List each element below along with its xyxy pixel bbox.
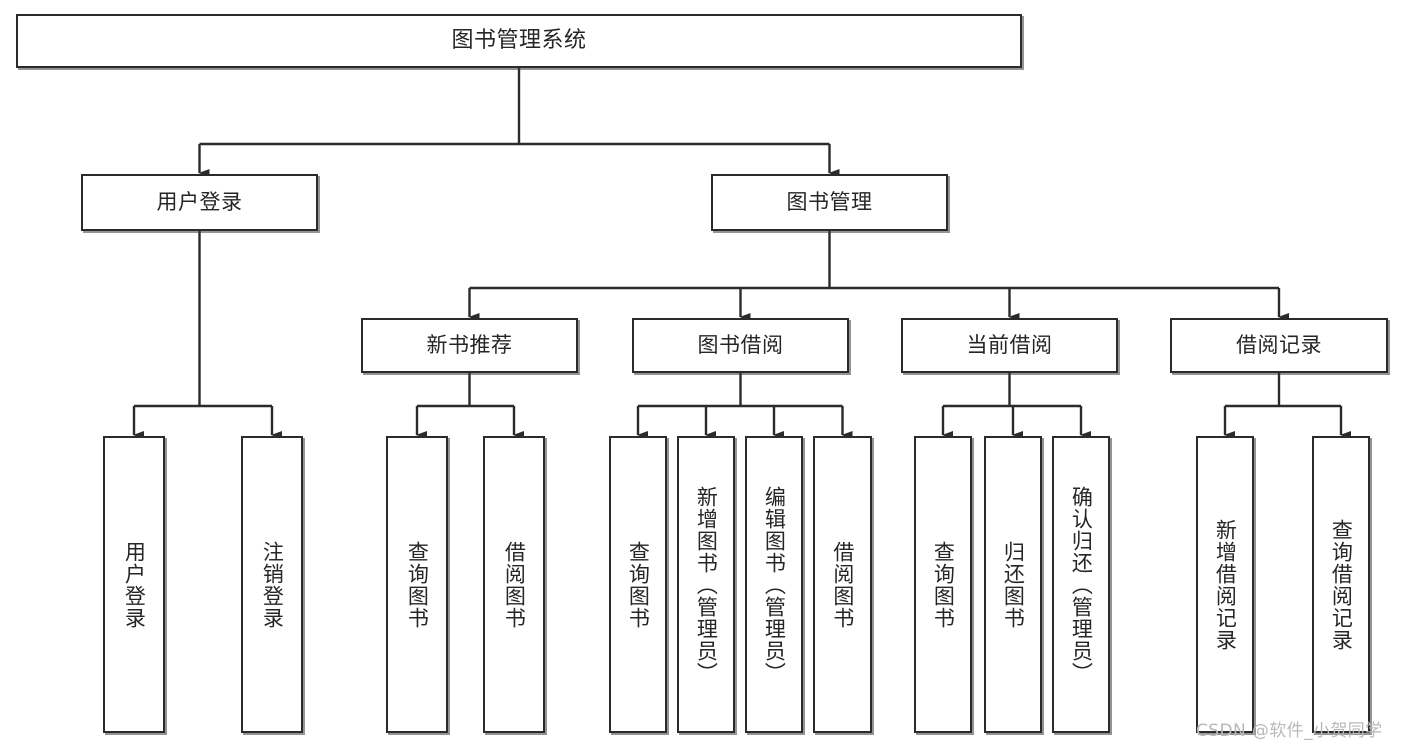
node-label: 新书推荐: [426, 332, 513, 357]
node-label: 查询借阅记录: [1329, 518, 1354, 651]
node-label: 当前借阅: [966, 332, 1053, 357]
node-label: 注销登录: [260, 540, 285, 629]
node-book-borrow[interactable]: 图书借阅: [632, 318, 849, 373]
node-leaf-10[interactable]: 归还图书: [984, 436, 1042, 733]
node-leaf-1[interactable]: 用户登录: [103, 436, 165, 733]
node-leaf-7[interactable]: 编辑图书（管理员）: [745, 436, 803, 733]
node-label: 确认归还（管理员）: [1069, 485, 1094, 684]
node-root[interactable]: 图书管理系统: [16, 14, 1022, 68]
node-book-manage[interactable]: 图书管理: [711, 174, 948, 231]
node-leaf-3[interactable]: 查询图书: [386, 436, 448, 733]
node-label: 图书管理系统: [451, 27, 587, 53]
node-label: 用户登录: [156, 189, 243, 214]
node-label: 借阅记录: [1236, 332, 1322, 357]
node-label: 归还图书: [1001, 540, 1026, 629]
node-leaf-11[interactable]: 确认归还（管理员）: [1052, 436, 1110, 733]
node-leaf-4[interactable]: 借阅图书: [483, 436, 545, 733]
node-borrow-record[interactable]: 借阅记录: [1170, 318, 1388, 373]
csdn-watermark: CSDN @软件_小贺同学: [1196, 721, 1383, 741]
node-label: 借阅图书: [502, 540, 527, 629]
node-leaf-8[interactable]: 借阅图书: [813, 436, 872, 733]
node-leaf-9[interactable]: 查询图书: [914, 436, 972, 733]
node-user-login[interactable]: 用户登录: [81, 174, 318, 231]
node-label: 查询图书: [405, 540, 430, 629]
node-new-book-rec[interactable]: 新书推荐: [361, 318, 578, 373]
node-label: 借阅图书: [830, 540, 855, 629]
node-label: 图书借阅: [697, 332, 784, 357]
node-label: 新增图书（管理员）: [694, 485, 719, 684]
node-label: 编辑图书（管理员）: [762, 485, 787, 684]
node-leaf-5[interactable]: 查询图书: [609, 436, 667, 733]
node-label: 新增借阅记录: [1213, 518, 1238, 651]
node-leaf-6[interactable]: 新增图书（管理员）: [677, 436, 735, 733]
node-label: 查询图书: [931, 540, 956, 629]
node-leaf-2[interactable]: 注销登录: [241, 436, 303, 733]
node-leaf-13[interactable]: 查询借阅记录: [1312, 436, 1370, 733]
connector-lines: [132, 68, 1351, 439]
node-leaf-12[interactable]: 新增借阅记录: [1196, 436, 1254, 733]
node-current-borrow[interactable]: 当前借阅: [901, 318, 1118, 373]
node-label: 图书管理: [786, 189, 873, 214]
node-label: 查询图书: [626, 540, 651, 629]
node-label: 用户登录: [122, 540, 147, 629]
